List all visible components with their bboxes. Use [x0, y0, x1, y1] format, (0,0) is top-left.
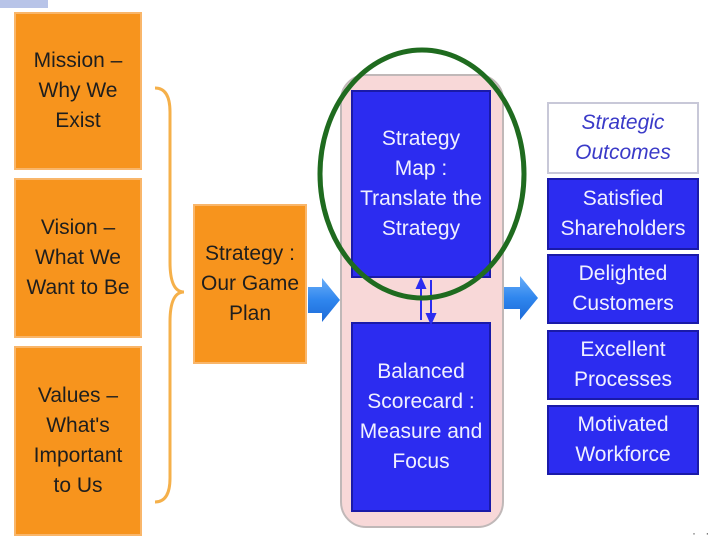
strategy-text: Strategy : Our Game Plan: [200, 242, 300, 325]
outcome-text: Delighted Customers: [572, 262, 674, 315]
strategy-map-box: Strategy Map : Translate the Strategy: [351, 90, 491, 278]
bidirectional-arrow-icon: [415, 276, 437, 326]
balanced-scorecard-box: Balanced Scorecard : Measure and Focus: [351, 322, 491, 512]
outcomes-title: Strategic Outcomes: [575, 111, 671, 164]
outcome-text: Motivated Workforce: [575, 413, 671, 466]
vision-text: Vision – What We Want to Be: [26, 216, 130, 299]
values-text: Values – What's Important to Us: [33, 384, 123, 497]
outcomes-title-box: Strategic Outcomes: [547, 102, 699, 174]
outcome-text: Excellent Processes: [573, 338, 673, 391]
strategy-map-text: Strategy Map : Translate the Strategy: [360, 127, 482, 240]
vision-box: Vision – What We Want to Be: [14, 178, 142, 338]
mission-box: Mission – Why We Exist: [14, 12, 142, 170]
footer-dots: · ·: [692, 526, 713, 540]
values-box: Values – What's Important to Us: [14, 346, 142, 536]
balanced-scorecard-text: Balanced Scorecard : Measure and Focus: [359, 360, 483, 473]
mission-text: Mission – Why We Exist: [33, 49, 123, 132]
strategy-box: Strategy : Our Game Plan: [193, 204, 307, 364]
highlight-ellipse: [317, 47, 527, 301]
outcome-text: Satisfied Shareholders: [560, 187, 686, 240]
curly-brace: [154, 86, 185, 504]
outcome-box: Delighted Customers: [547, 254, 699, 324]
arrow-right-icon: [308, 278, 340, 322]
outcome-box: Satisfied Shareholders: [547, 178, 699, 250]
outcome-box: Motivated Workforce: [547, 405, 699, 475]
corner-tab: [0, 0, 48, 8]
arrow-right-icon: [504, 276, 538, 320]
outcome-box: Excellent Processes: [547, 330, 699, 400]
